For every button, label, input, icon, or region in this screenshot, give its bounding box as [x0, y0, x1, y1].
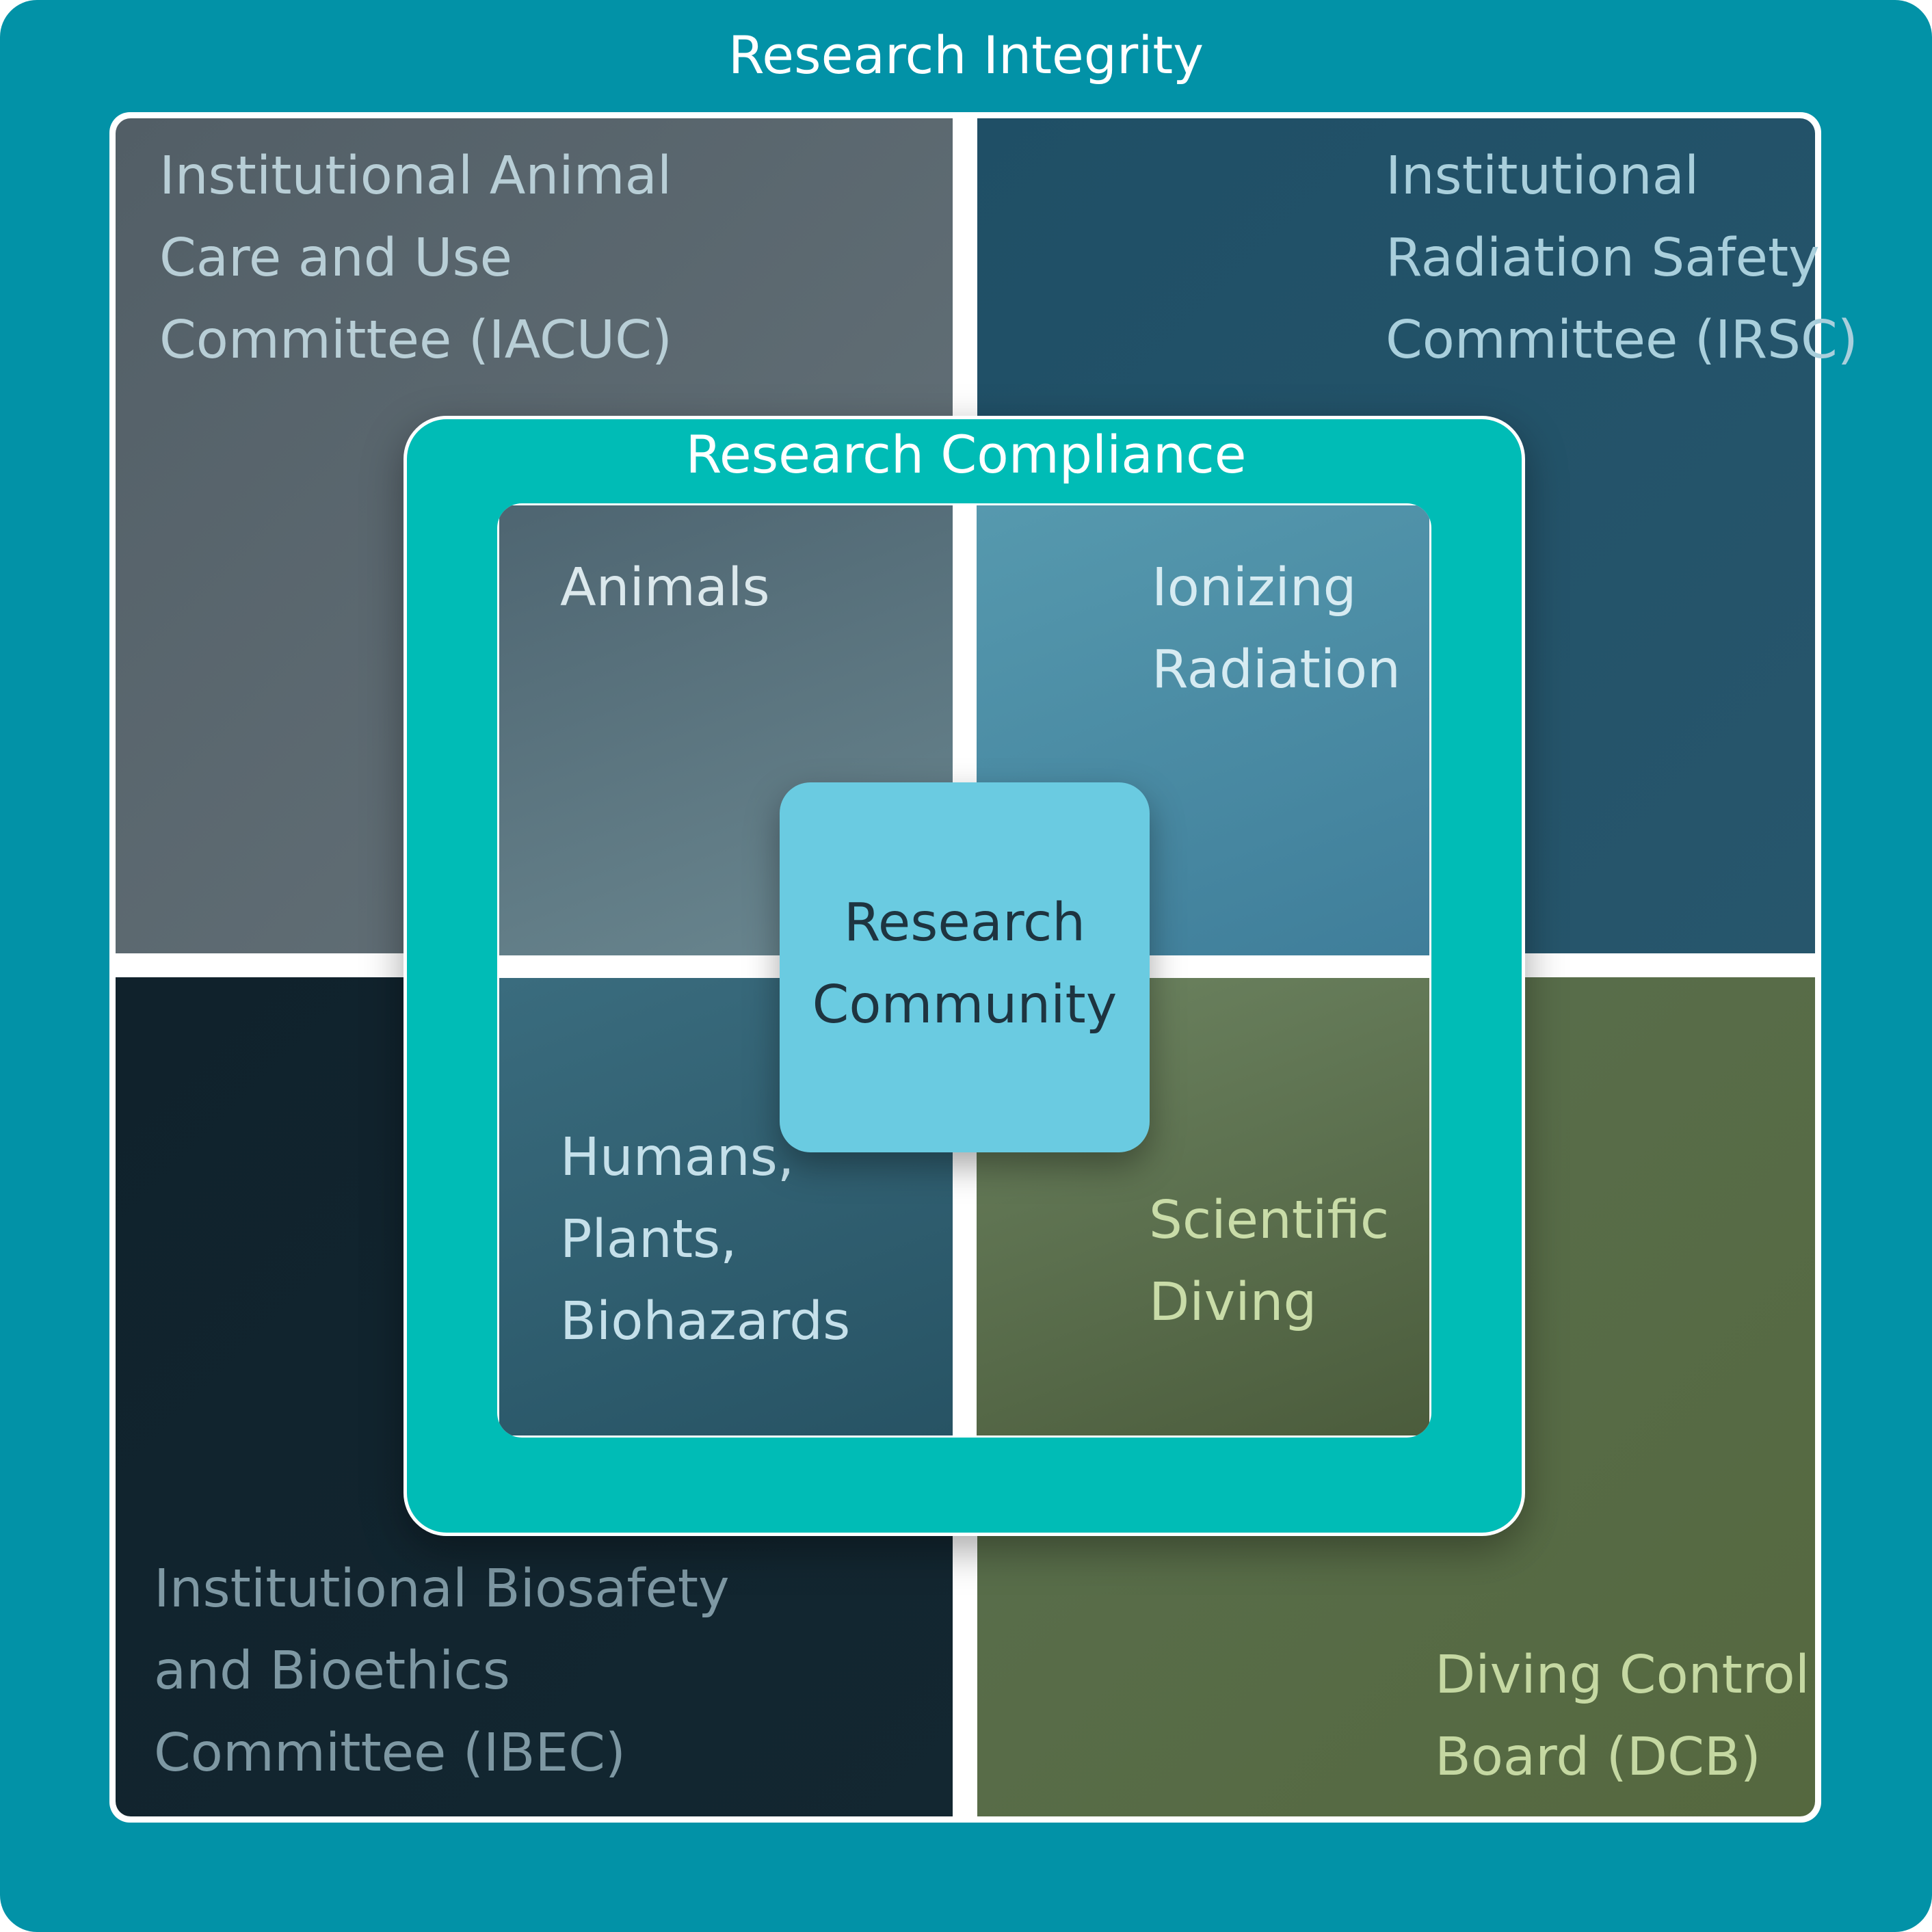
- research-community-box: Research Community: [780, 782, 1150, 1152]
- label-irsc: Institutional Radiation Safety Committee…: [1386, 146, 1858, 371]
- label-diving: Scientific Diving: [1149, 1190, 1390, 1333]
- label-dcb: Diving Control Board (DCB): [1435, 1645, 1810, 1788]
- compliance-areas: [497, 503, 1431, 1438]
- research-integrity-title: Research Integrity: [728, 25, 1204, 85]
- research-compliance-title: Research Compliance: [685, 424, 1247, 485]
- label-ibec: Institutional Biosafety and Bioethics Co…: [154, 1559, 730, 1784]
- label-humans: Humans, Plants, Biohazards: [560, 1127, 851, 1352]
- label-radiation: Ionizing Radiation: [1152, 557, 1401, 700]
- label-animals: Animals: [560, 557, 770, 618]
- label-research-community: Research Community: [812, 892, 1117, 1035]
- label-iacuc: Institutional Animal Care and Use Commit…: [159, 146, 672, 371]
